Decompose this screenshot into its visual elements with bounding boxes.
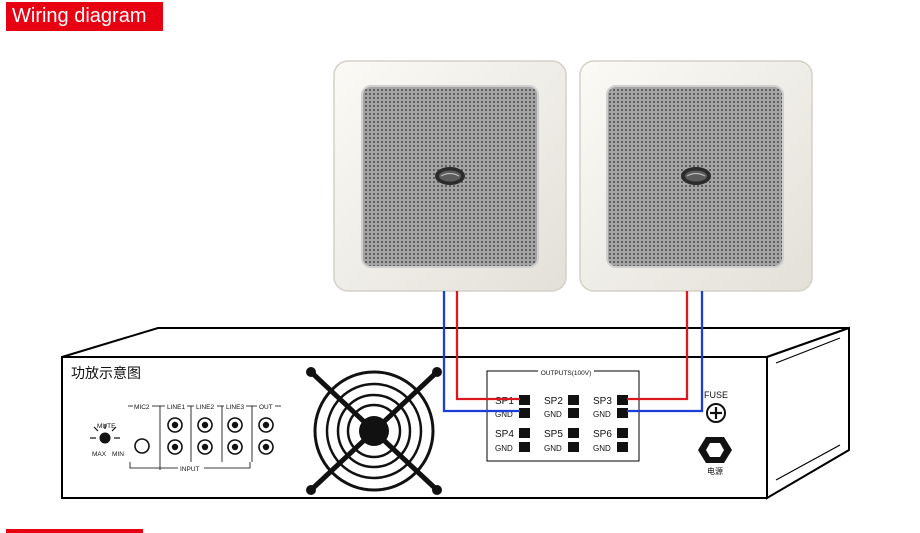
power-socket-icon xyxy=(698,437,732,463)
terminal-block xyxy=(617,442,628,452)
rca-jack xyxy=(227,417,243,433)
output-terminal-label: SP2 xyxy=(544,396,563,407)
ceiling-speaker-left xyxy=(333,60,567,292)
terminal-block xyxy=(568,442,579,452)
fuse-icon xyxy=(706,403,726,423)
rca-jack xyxy=(167,417,183,433)
terminal-block xyxy=(519,428,530,438)
amplifier-label: 功放示意图 xyxy=(71,365,141,381)
output-terminal-label: SP3 xyxy=(593,396,612,407)
volume-knob-icon xyxy=(90,424,120,444)
rca-jack xyxy=(258,417,274,433)
input-column-label: OUT xyxy=(259,404,273,411)
output-terminal-label: SP4 xyxy=(495,429,514,440)
output-terminal-label: GND xyxy=(544,410,562,419)
ceiling-speaker-right xyxy=(579,60,813,292)
input-column-label: MIC2 xyxy=(134,404,150,411)
max-label: MAX xyxy=(92,451,107,458)
speaker-logo-icon xyxy=(681,167,711,185)
rca-jack xyxy=(167,439,183,455)
terminal-block xyxy=(568,395,579,405)
speaker-logo-icon xyxy=(435,167,465,185)
rca-jack xyxy=(197,439,213,455)
signal-wire-right xyxy=(627,291,689,401)
signal-wire-left xyxy=(455,291,520,401)
power-label: 电源 xyxy=(707,466,723,476)
rca-jack xyxy=(197,417,213,433)
terminal-block xyxy=(617,408,628,418)
input-column-label: LINE2 xyxy=(196,404,214,411)
input-column-label: LINE3 xyxy=(226,404,244,411)
input-column-label: LINE1 xyxy=(167,404,185,411)
rca-jack xyxy=(258,439,274,455)
output-terminal-label: GND xyxy=(495,444,513,453)
output-terminal-label: GND xyxy=(544,444,562,453)
outputs-panel: OUTPUTS(100V) xyxy=(486,368,640,462)
output-terminal-label: GND xyxy=(593,444,611,453)
cooling-fan-icon xyxy=(306,367,442,495)
min-label: MIN xyxy=(112,451,124,458)
rca-jack xyxy=(227,439,243,455)
terminal-block xyxy=(617,428,628,438)
terminal-block xyxy=(617,395,628,405)
accent-bar xyxy=(6,529,143,533)
output-terminal-label: SP5 xyxy=(544,429,563,440)
terminal-block xyxy=(519,442,530,452)
mute-label: MUTE xyxy=(97,423,116,430)
mic-jack xyxy=(134,438,150,454)
ground-wire-left xyxy=(442,291,520,413)
output-terminal-label: GND xyxy=(593,410,611,419)
output-terminal-label: SP1 xyxy=(495,396,514,407)
outputs-title: OUTPUTS(100V) xyxy=(541,370,592,377)
terminal-block xyxy=(519,408,530,418)
ground-wire-right xyxy=(627,291,704,413)
page-title: Wiring diagram xyxy=(6,2,163,31)
output-terminal-label: SP6 xyxy=(593,429,612,440)
speaker-wires xyxy=(442,291,704,413)
terminal-block xyxy=(568,408,579,418)
terminal-block xyxy=(568,428,579,438)
fuse-label: FUSE xyxy=(704,390,728,400)
input-group-label: INPUT xyxy=(180,466,200,473)
input-section: MIC2 LINE1 LINE2 LINE3 OUT INPUT xyxy=(128,404,281,473)
terminal-block xyxy=(519,395,530,405)
output-terminal-label: GND xyxy=(495,410,513,419)
output-terminals xyxy=(519,395,628,452)
